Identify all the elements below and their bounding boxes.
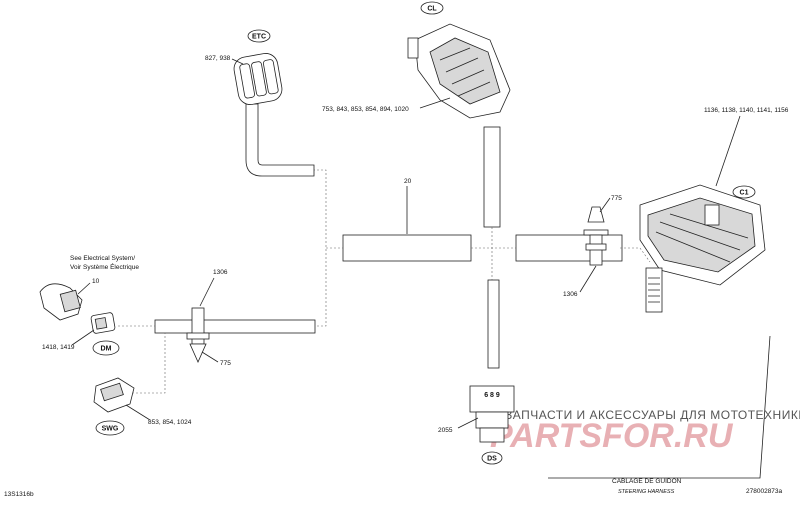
- cablage-label: CABLAGE DE GUIDON: [612, 478, 682, 485]
- left-775-label: 775: [220, 360, 231, 367]
- ref-10-leader: [77, 282, 91, 295]
- swg-connector: [93, 377, 135, 413]
- c1-tag: C1: [740, 190, 749, 197]
- voir-systeme-label: Voir Système Électrique: [70, 262, 139, 271]
- title-block-line: [548, 335, 771, 479]
- cl-tag-bubble: [420, 1, 444, 15]
- dm-connector: [90, 312, 116, 334]
- ds-tag: DS: [487, 456, 497, 463]
- etc-leader: [231, 58, 244, 65]
- left-harness-segment: [154, 319, 316, 334]
- c1-connector: [639, 184, 766, 286]
- main-harness-segment: [342, 234, 472, 262]
- dm-tag-bubble: [92, 340, 120, 356]
- right-grommet: [583, 206, 609, 266]
- right-1306-label: 1306: [563, 291, 578, 298]
- ds-leader: [457, 417, 479, 429]
- dm-tag: DM: [101, 346, 112, 353]
- dm-ref-label: 1418, 1419: [42, 344, 75, 351]
- ds-pin-label: 6 8 9: [484, 392, 500, 399]
- etc-dash-route: [313, 169, 327, 327]
- electrical-switch-part: [39, 283, 83, 321]
- swg-tag: SWG: [102, 426, 119, 433]
- watermark-title: ЗАПЧАСТИ И АКСЕССУАРЫ ДЛЯ МОТОТЕХНИКИ: [505, 408, 800, 422]
- cl-leader: [419, 97, 451, 109]
- ds-tag-bubble: [481, 451, 503, 465]
- cl-ref-label: 753, 843, 853, 854, 894, 1020: [322, 106, 409, 113]
- c1-leader: [715, 115, 741, 187]
- left-1306-label: 1306: [213, 269, 228, 276]
- ds-harness-branch: [487, 279, 500, 369]
- drawing-code-left: 13S1316b: [4, 491, 34, 498]
- see-electrical-label: See Electrical System/: [70, 255, 135, 262]
- steering-harness-label: STEERING HARNESS: [618, 489, 675, 495]
- ref-10-label: 10: [92, 278, 100, 285]
- swg-ref-label: 853, 854, 1024: [148, 419, 192, 426]
- drawing-code-right: 278002873a: [746, 488, 783, 495]
- main-ref-label: 20: [404, 178, 412, 185]
- right-775-label: 775: [611, 195, 622, 202]
- etc-tag-bubble: [247, 29, 271, 43]
- right-775-leader: [599, 197, 611, 213]
- left-grommet: [186, 307, 210, 363]
- c1-terminal-lines: [648, 277, 660, 303]
- swg-leader: [125, 404, 151, 421]
- ds-connector: [469, 385, 515, 443]
- cl-connector: [407, 23, 511, 119]
- swg-dash-line: [132, 333, 166, 394]
- dm-leader: [71, 329, 95, 346]
- watermark-logo: PARTSFOR.RU: [490, 417, 734, 455]
- c1-ref-label: 1136, 1138, 1140, 1141, 1156: [704, 107, 789, 114]
- ds-ref-label: 2055: [438, 427, 453, 434]
- etc-wire: [245, 103, 315, 177]
- etc-tag: ETC: [252, 34, 266, 41]
- c1-tag-bubble: [732, 185, 756, 199]
- left-1306-leader: [199, 277, 215, 307]
- cl-harness-branch: [483, 126, 501, 228]
- etc-connector: [233, 53, 283, 105]
- right-1306-leader: [579, 265, 597, 293]
- swg-tag-bubble: [95, 420, 125, 436]
- etc-ref-label: 827, 938: [205, 55, 231, 62]
- cl-tag: CL: [427, 6, 437, 13]
- left-775-leader: [201, 351, 219, 363]
- c1-dash-route: [620, 247, 651, 263]
